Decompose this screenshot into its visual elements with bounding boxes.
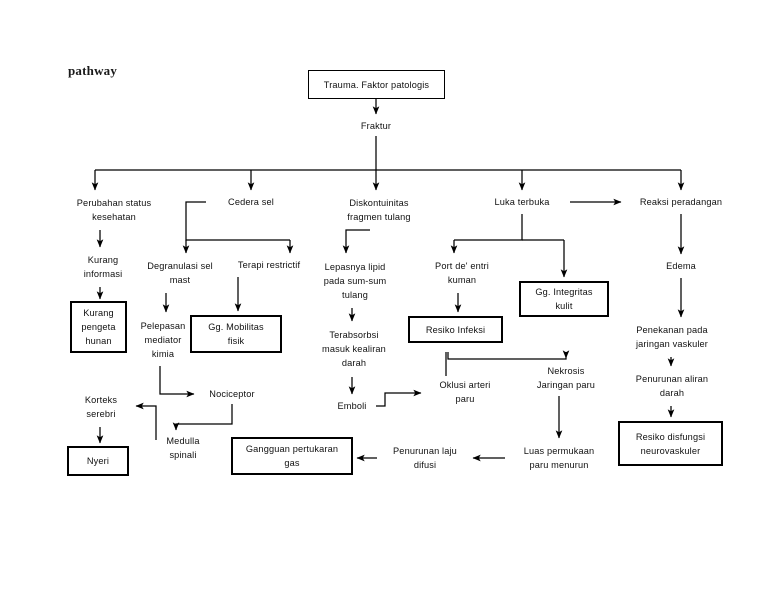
- node-mobilitas: Gg. Mobilitas fisik: [190, 315, 282, 353]
- edge-emboli-oklusi: [376, 389, 422, 407]
- node-korteks: Korteks serebri: [84, 395, 118, 419]
- node-penekanan: Penekanan pada jaringan vaskuler: [635, 325, 708, 349]
- node-nekrosis: Nekrosis Jaringan paru: [536, 366, 596, 390]
- node-terapi: Terapi restrictif: [237, 260, 301, 270]
- node-cedera: Cedera sel: [228, 197, 274, 207]
- node-kurang_peng: Kurang pengeta hunan: [70, 301, 127, 353]
- node-integritas: Gg. Integritas kulit: [519, 281, 609, 317]
- node-kurang_info: Kurang informasi: [83, 255, 123, 279]
- node-medulla: Medulla spinali: [166, 436, 200, 460]
- edge-pelepasan-nociceptor: [159, 366, 195, 398]
- node-perubahan: Perubahan status kesehatan: [76, 198, 152, 222]
- node-resiko_inf: Resiko Infeksi: [408, 316, 503, 343]
- edge-diskontuinitas-lepasnya: [342, 229, 370, 254]
- edge-nociceptor-medulla: [172, 404, 233, 431]
- node-degranulasi: Degranulasi sel mast: [147, 261, 213, 285]
- node-penurunan_laju: Penurunan laju difusi: [393, 446, 457, 470]
- edge-cedera-bracket: [185, 201, 290, 241]
- node-nyeri: Nyeri: [67, 446, 129, 476]
- node-edema: Edema: [666, 261, 696, 271]
- edge-medulla-korteks: [135, 402, 157, 440]
- node-reaksi: Reaksi peradangan: [639, 197, 723, 207]
- node-penurunan_al: Penurunan aliran darah: [635, 374, 709, 398]
- edge-luka-split-left: [454, 214, 523, 241]
- node-nociceptor: Nociceptor: [209, 389, 255, 399]
- edge-resikoinfeksi-nekrosis-rail: [447, 352, 567, 360]
- node-fraktur: Fraktur: [360, 121, 392, 131]
- node-lepasnya: Lepasnya lipid pada sum-sum tulang: [323, 262, 387, 300]
- node-terabsorbsi: Terabsorbsi masuk kealiran darah: [322, 330, 386, 368]
- node-trauma: Trauma. Faktor patologis: [308, 70, 445, 99]
- node-gangguan_gas: Gangguan pertukaran gas: [231, 437, 353, 475]
- node-diskontuinitas: Diskontuinitas fragmen tulang: [347, 198, 411, 222]
- node-pelepasan: Pelepasan mediator kimia: [140, 321, 186, 359]
- node-port: Port de' entri kuman: [435, 261, 489, 285]
- page-title: pathway: [68, 63, 118, 78]
- node-luas: Luas permukaan paru menurun: [523, 446, 595, 470]
- node-emboli: Emboli: [337, 401, 367, 411]
- node-luka: Luka terbuka: [494, 197, 550, 207]
- node-oklusi: Oklusi arteri paru: [439, 380, 491, 404]
- node-resiko_disf: Resiko disfungsi neurovaskuler: [618, 421, 723, 466]
